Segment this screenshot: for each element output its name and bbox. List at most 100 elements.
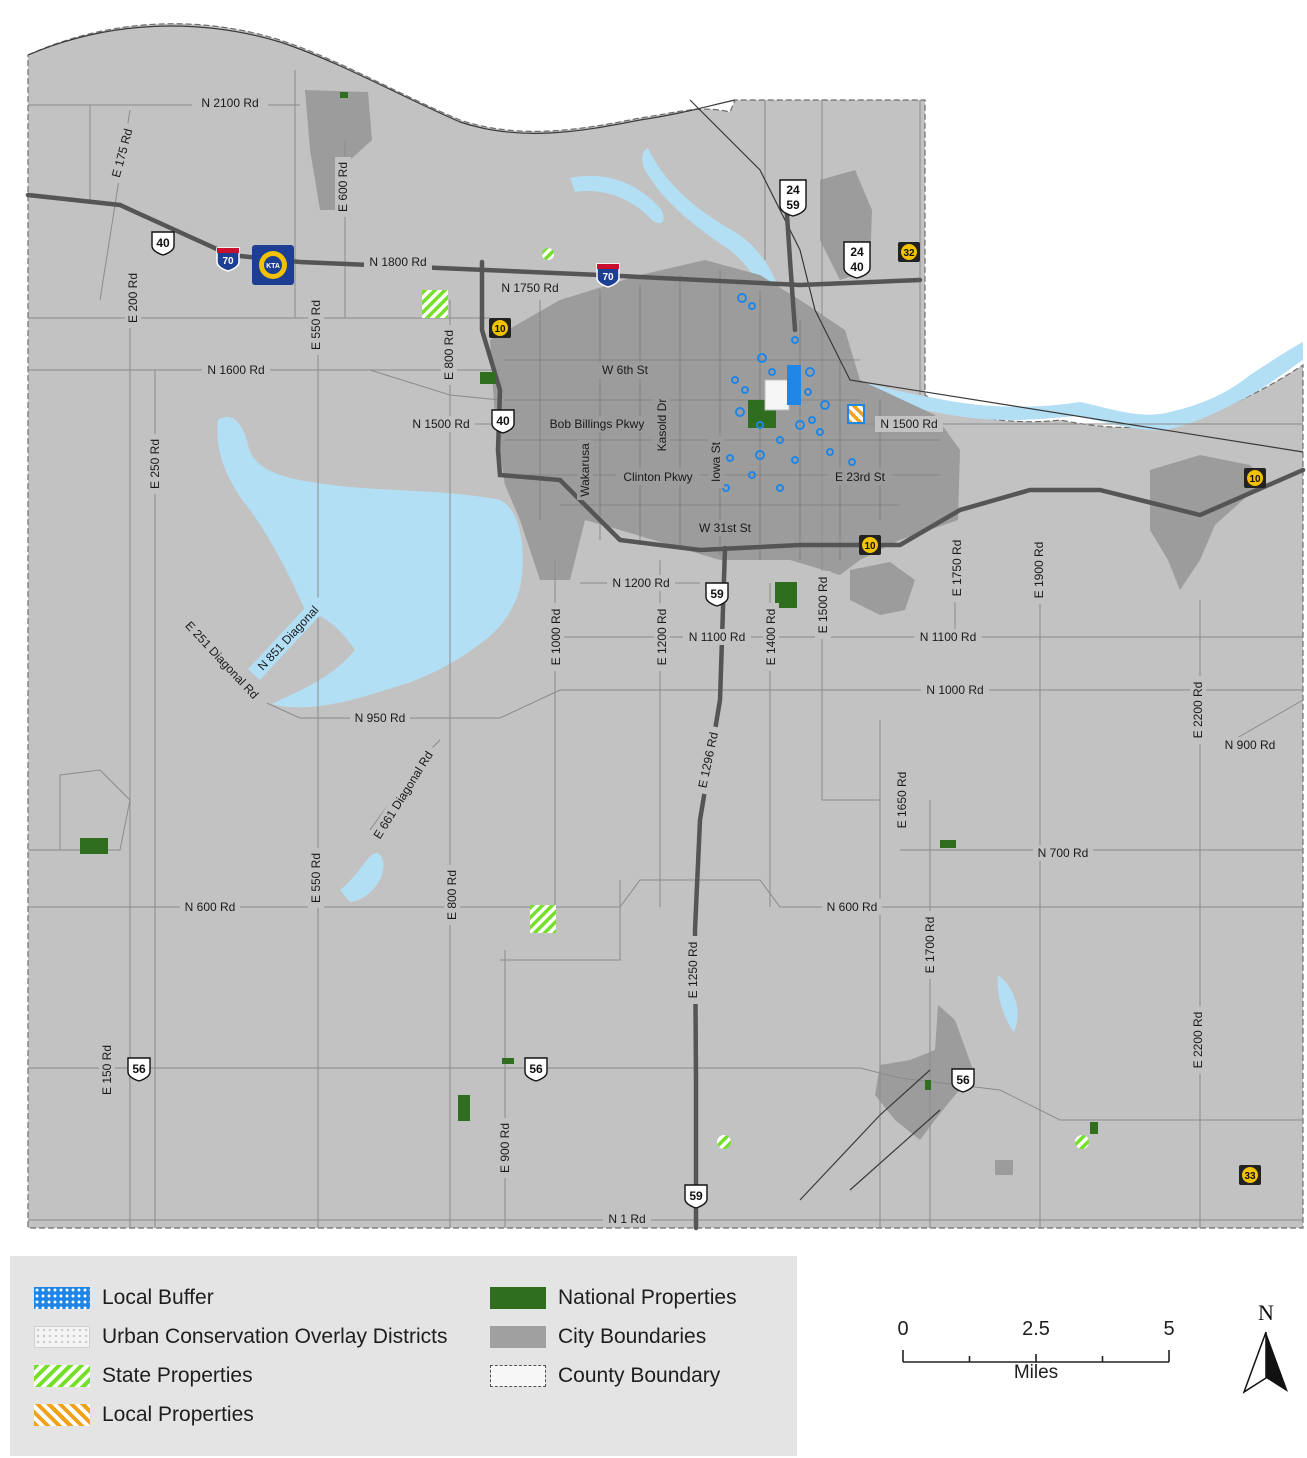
legend-item-local-buffer: Local Buffer — [34, 1285, 214, 1311]
national-properties — [80, 92, 1098, 1134]
legend-item-national: National Properties — [490, 1285, 737, 1311]
legend-label-state: State Properties — [102, 1364, 253, 1387]
interstate-70-shield-east: 70 — [596, 263, 620, 288]
road-label-e600n: E 600 Rd — [336, 162, 350, 212]
national-properties-swatch — [490, 1287, 546, 1309]
city-boundaries-swatch — [490, 1326, 546, 1348]
svg-text:59: 59 — [786, 198, 800, 212]
highway-shields: 70 70 KTA 40 40 24 59 24 40 — [127, 179, 1266, 1209]
svg-text:59: 59 — [689, 1189, 703, 1203]
road-label-n2100: N 2100 Rd — [201, 96, 258, 110]
north-label: N — [1258, 1300, 1274, 1325]
legend-item-ucod: Urban Conservation Overlay Districts — [34, 1324, 447, 1350]
road-label-e800n: E 800 Rd — [442, 330, 456, 380]
svg-text:40: 40 — [850, 260, 864, 274]
k-10-shield-north: 10 — [489, 318, 511, 338]
river-branch — [570, 175, 664, 224]
road-label-e800s: E 800 Rd — [445, 870, 459, 920]
svg-text:70: 70 — [602, 272, 614, 283]
road-label-n1: N 1 Rd — [608, 1212, 645, 1226]
road-label-e550s: E 550 Rd — [309, 853, 323, 903]
legend: Local Buffer Urban Conservation Overlay … — [10, 1256, 797, 1456]
scale-bar-line — [902, 1350, 1170, 1363]
road-label-wakarusa: Wakarusa — [578, 443, 592, 497]
road-label-n600w: N 600 Rd — [185, 900, 236, 914]
legend-label-local-buffer: Local Buffer — [102, 1286, 214, 1309]
road-label-e2200n: E 2200 Rd — [1191, 682, 1205, 739]
us-56-shield-east: 56 — [951, 1068, 975, 1093]
legend-item-city: City Boundaries — [490, 1324, 706, 1350]
us-59-shield-south: 59 — [684, 1184, 708, 1209]
small-lake-east — [997, 975, 1018, 1032]
svg-text:56: 56 — [529, 1062, 543, 1076]
road-label-n1750: N 1750 Rd — [501, 281, 558, 295]
road-label-e1900: E 1900 Rd — [1032, 542, 1046, 599]
k-33-shield: 33 — [1239, 1165, 1261, 1185]
road-label-n1500e: N 1500 Rd — [880, 417, 937, 431]
legend-item-state: State Properties — [34, 1363, 253, 1389]
svg-text:40: 40 — [156, 236, 170, 250]
road-label-n950: N 950 Rd — [355, 711, 406, 725]
road-label-n1100e: N 1100 Rd — [920, 630, 976, 644]
svg-text:KTA: KTA — [266, 263, 280, 270]
scale-tick-2-5: 2.5 — [1022, 1318, 1050, 1340]
road-label-e550n: E 550 Rd — [309, 300, 323, 350]
road-label-e250: E 250 Rd — [148, 439, 162, 489]
svg-text:33: 33 — [1244, 1171, 1256, 1182]
road-label-n1600: N 1600 Rd — [207, 363, 264, 377]
svg-text:40: 40 — [496, 414, 510, 428]
road-label-n1500w: N 1500 Rd — [412, 417, 469, 431]
small-lake-south — [340, 853, 384, 902]
road-label-n1000: N 1000 Rd — [926, 683, 983, 697]
us-56-shield-west: 56 — [127, 1057, 151, 1082]
city-boundaries — [305, 90, 1265, 1175]
svg-text:70: 70 — [222, 256, 234, 267]
us-24-59-shield: 24 59 — [779, 179, 807, 217]
legend-label-county: County Boundary — [558, 1364, 721, 1387]
north-arrow-icon — [1242, 1331, 1288, 1394]
railroads — [27, 25, 1304, 1201]
scale-bar: 0 2.5 5 Miles — [880, 1318, 1190, 1398]
legend-item-local-properties: Local Properties — [34, 1402, 254, 1428]
svg-text:56: 56 — [956, 1073, 970, 1087]
svg-text:32: 32 — [903, 248, 915, 259]
legend-label-ucod: Urban Conservation Overlay Districts — [102, 1325, 448, 1348]
scale-unit: Miles — [1013, 1362, 1059, 1383]
svg-text:10: 10 — [864, 541, 876, 552]
us-40-shield-central: 40 — [491, 409, 515, 434]
scale-tick-5: 5 — [1163, 1318, 1175, 1340]
ucod-swatch — [34, 1326, 90, 1348]
legend-item-county: County Boundary — [490, 1363, 720, 1389]
svg-text:59: 59 — [710, 587, 724, 601]
road-label-clinton: Clinton Pkwy — [623, 470, 692, 484]
us-56-shield-central: 56 — [524, 1057, 548, 1082]
road-label-e1000: E 1000 Rd — [549, 609, 563, 666]
svg-text:10: 10 — [1249, 474, 1261, 485]
scale-tick-0: 0 — [897, 1318, 909, 1340]
us-59-shield-north: 59 — [705, 582, 729, 607]
road-label-e1700: E 1700 Rd — [923, 917, 937, 974]
county-boundary-swatch — [490, 1365, 546, 1387]
road-label-e200: E 200 Rd — [126, 273, 140, 323]
road-label-e1200: E 1200 Rd — [655, 609, 669, 666]
road-label-e23rd: E 23rd St — [835, 470, 886, 484]
road-label-n900: N 900 Rd — [1225, 738, 1276, 752]
legend-label-city: City Boundaries — [558, 1325, 707, 1348]
local-properties-swatch — [34, 1404, 90, 1426]
road-label-w31st: W 31st St — [699, 521, 752, 535]
road-label-e1650: E 1650 Rd — [895, 772, 909, 829]
road-label-e900: E 900 Rd — [498, 1123, 512, 1173]
k-10-shield-east: 10 — [1244, 468, 1266, 488]
road-label-n700: N 700 Rd — [1038, 846, 1089, 860]
road-label-iowa: Iowa St — [709, 441, 723, 482]
road-label-bob-billings: Bob Billings Pkwy — [550, 417, 645, 431]
road-label-e1400: E 1400 Rd — [764, 609, 778, 666]
us-24-40-shield: 24 40 — [843, 241, 871, 279]
kansas-turnpike-logo: KTA — [252, 245, 294, 285]
road-label-e150: E 150 Rd — [100, 1045, 114, 1095]
road-label-kasold: Kasold Dr — [655, 399, 669, 452]
clinton-lake — [217, 416, 523, 708]
svg-text:56: 56 — [132, 1062, 146, 1076]
road-label-e2200s: E 2200 Rd — [1191, 1012, 1205, 1069]
us-40-shield-west: 40 — [151, 231, 175, 256]
